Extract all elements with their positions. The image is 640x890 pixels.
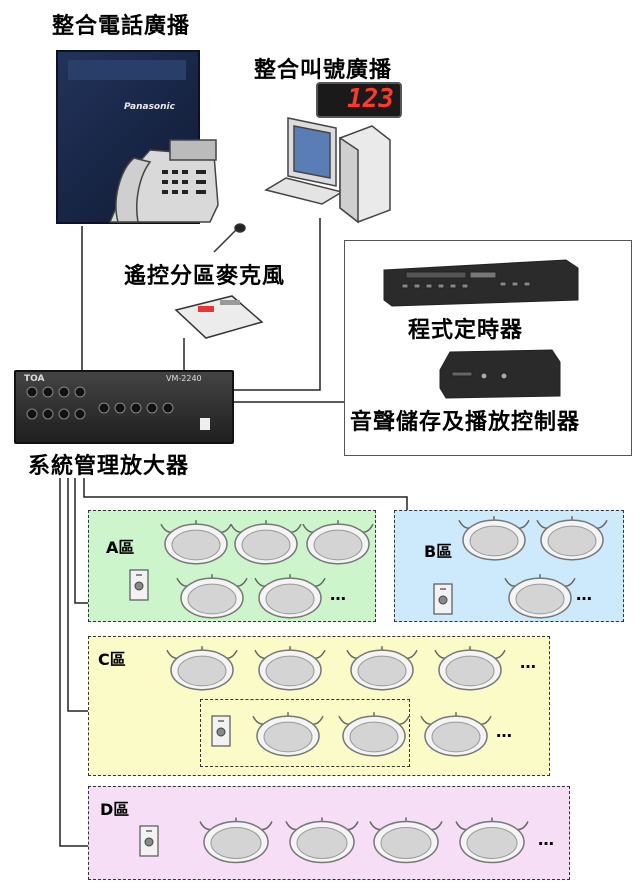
zone-a-label: A區	[106, 538, 135, 557]
pbx-brand: Panasonic	[124, 102, 175, 112]
zone-b-label: B區	[424, 542, 453, 561]
ceiling-speaker-icon	[536, 516, 608, 561]
ceiling-speaker-icon	[504, 574, 576, 619]
number-display: 123	[316, 82, 402, 118]
volume-control-icon	[139, 825, 159, 857]
zone-c-label: C區	[98, 650, 126, 669]
ceiling-speaker-icon	[166, 646, 238, 691]
line-pc-to-amp	[228, 218, 321, 391]
zone-d-label: D區	[100, 800, 130, 819]
more-speakers-ellipsis: …	[520, 653, 537, 672]
ceiling-speaker-icon	[338, 712, 410, 757]
call-number-title: 整合叫號廣播	[254, 58, 393, 83]
program-timer-title: 程式定時器	[408, 318, 524, 343]
ceiling-speaker-icon	[160, 520, 232, 565]
ceiling-speaker-icon	[455, 817, 529, 864]
ceiling-speaker-icon	[420, 712, 492, 757]
volume-control-icon	[211, 715, 231, 747]
ceiling-speaker-icon	[176, 574, 248, 619]
ceiling-speaker-icon	[254, 646, 326, 691]
amp-model: VM-2240	[166, 374, 202, 383]
more-speakers-ellipsis: …	[576, 585, 593, 604]
ceiling-speaker-icon	[369, 817, 443, 864]
ceiling-speaker-icon	[199, 817, 273, 864]
volume-control-icon	[129, 569, 149, 601]
ceiling-speaker-icon	[285, 817, 359, 864]
ceiling-speaker-icon	[458, 516, 530, 561]
ceiling-speaker-icon	[254, 574, 326, 619]
zone-c-subzone	[200, 699, 410, 767]
ceiling-speaker-icon	[252, 712, 324, 757]
more-speakers-ellipsis: …	[496, 722, 513, 741]
ceiling-speaker-icon	[230, 520, 302, 565]
ceiling-speaker-icon	[302, 520, 374, 565]
remote-mic-title: 遙控分區麥克風	[124, 264, 286, 289]
more-speakers-ellipsis: …	[330, 585, 347, 604]
amp-brand: TOA	[24, 374, 45, 384]
ceiling-speaker-icon	[434, 646, 506, 691]
phone-pbx-title: 整合電話廣播	[52, 14, 191, 39]
audio-controller-title: 音聲儲存及播放控制器	[350, 410, 581, 435]
more-speakers-ellipsis: …	[538, 830, 555, 849]
system-amp-title: 系統管理放大器	[28, 454, 190, 479]
volume-control-icon	[433, 583, 453, 615]
ceiling-speaker-icon	[346, 646, 418, 691]
